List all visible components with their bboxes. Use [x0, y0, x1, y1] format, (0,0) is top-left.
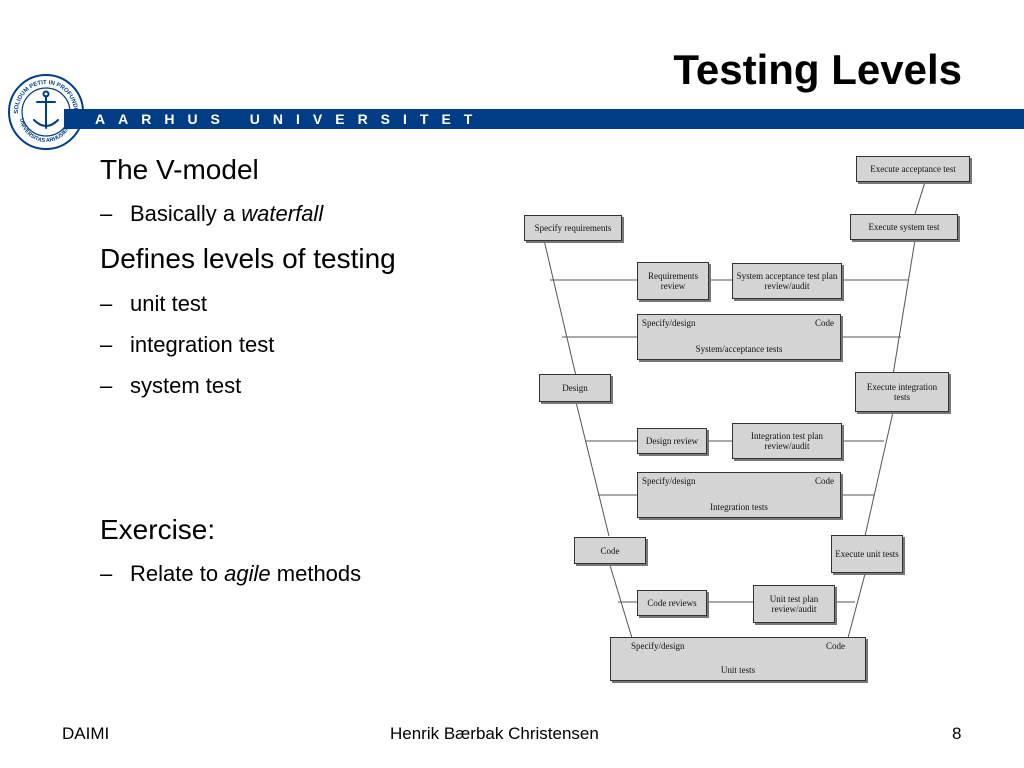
box-system-acceptance-test-plan: System acceptance test plan review/audit: [732, 263, 842, 299]
sys-code-label: Code: [815, 318, 834, 328]
bullet-defines-levels: Defines levels of testing: [100, 243, 396, 274]
box-code: Code: [574, 537, 646, 564]
dash-marker: –: [100, 373, 113, 398]
dash-marker: –: [100, 291, 113, 316]
box-integration-test-plan: Integration test plan review/audit: [732, 423, 842, 459]
box-code-reviews: Code reviews: [637, 590, 707, 616]
box-system-acceptance-tests: Specify/design Code System/acceptance te…: [637, 314, 841, 360]
bullet-vmodel: The V-model: [100, 154, 259, 185]
footer-author: Henrik Bærbak Christensen: [390, 724, 599, 743]
sys-tests-label: System/acceptance tests: [695, 344, 783, 354]
waterfall-prefix: Basically a: [130, 201, 242, 226]
unit-specify-label: Specify/design: [631, 641, 685, 651]
unit-code-label: Code: [826, 641, 845, 651]
box-execute-acceptance-test: Execute acceptance test: [856, 156, 970, 182]
footer-left: DAIMI: [62, 724, 110, 743]
box-unit-test-plan: Unit test plan review/audit: [753, 585, 835, 623]
dash-marker: –: [100, 561, 113, 586]
page-number: 8: [952, 724, 962, 743]
box-unit-tests: Specify/design Code Unit tests: [610, 637, 866, 681]
int-tests-label: Integration tests: [710, 502, 768, 512]
unit-test-text: unit test: [130, 291, 208, 316]
int-code-label: Code: [815, 476, 834, 486]
university-name: AARHUS UNIVERSITET: [95, 111, 486, 127]
v-model-diagram: Execute acceptance test Specify requirem…: [510, 150, 980, 695]
dash-marker: –: [100, 201, 113, 226]
box-execute-unit-tests: Execute unit tests: [831, 535, 903, 573]
university-banner: [64, 109, 1024, 129]
agile-suffix: methods: [270, 561, 362, 586]
v-model-lines: [543, 181, 926, 639]
system-test-text: system test: [130, 373, 242, 398]
box-design: Design: [539, 374, 611, 402]
slide-title: Testing Levels: [673, 46, 962, 93]
box-execute-system-test: Execute system test: [850, 214, 958, 240]
dash-marker: –: [100, 332, 113, 357]
waterfall-emphasis: waterfall: [241, 201, 324, 226]
agile-prefix: Relate to: [130, 561, 225, 586]
agile-emphasis: agile: [224, 561, 271, 586]
box-design-review: Design review: [637, 428, 707, 454]
box-integration-tests: Specify/design Code Integration tests: [637, 472, 841, 518]
box-specify-requirements: Specify requirements: [524, 215, 622, 241]
box-execute-integration-tests: Execute integration tests: [855, 372, 949, 412]
integration-test-text: integration test: [130, 332, 275, 357]
bullet-exercise: Exercise:: [100, 514, 216, 545]
box-requirements-review: Requirements review: [637, 262, 709, 300]
sys-specify-label: Specify/design: [642, 318, 696, 328]
university-seal-logo: SOLIDUM PETIT IN PROFUNDIS UNIVERSITAS A…: [8, 74, 84, 150]
int-specify-label: Specify/design: [642, 476, 696, 486]
unit-tests-label: Unit tests: [720, 665, 756, 675]
